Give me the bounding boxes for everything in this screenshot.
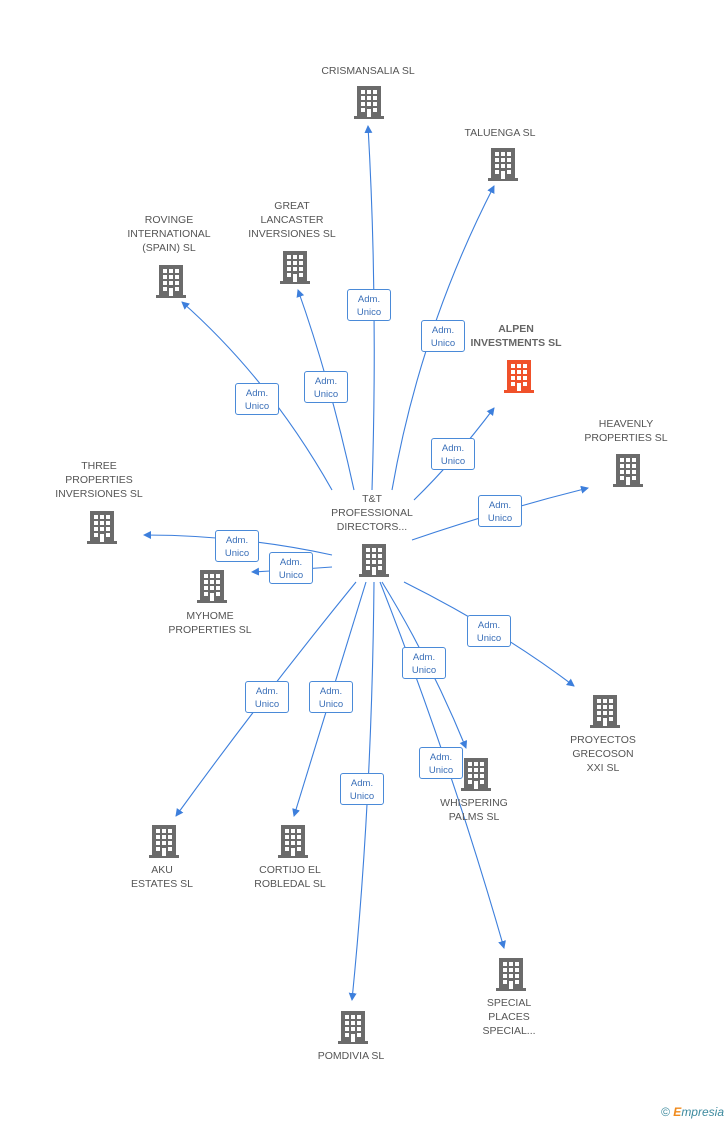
edge-label-cortijo[interactable]: Adm. Unico <box>309 681 353 713</box>
building-icon <box>504 360 534 393</box>
building-icon <box>354 86 384 119</box>
building-icon <box>590 695 620 728</box>
node-label: TALUENGA SL <box>464 127 536 139</box>
building-icon <box>149 825 179 858</box>
building-icon <box>461 758 491 791</box>
edge-label-rovinge[interactable]: Adm. Unico <box>235 383 279 415</box>
edge-label-heavenly[interactable]: Adm. Unico <box>478 495 522 527</box>
building-icon <box>278 825 308 858</box>
footer-brand: © Empresia <box>661 1105 724 1119</box>
node-label: ROVINGE INTERNATIONAL (SPAIN) SL <box>127 214 211 254</box>
building-icon <box>280 251 310 284</box>
building-icon <box>488 148 518 181</box>
edge-label-pomdivia[interactable]: Adm. Unico <box>340 773 384 805</box>
node-label: CORTIJO EL ROBLEDAL SL <box>254 864 326 890</box>
building-icon <box>197 570 227 603</box>
edge-label-three-properties[interactable]: Adm. Unico <box>215 530 259 562</box>
node-label: CRISMANSALIA SL <box>321 65 415 77</box>
node-label: HEAVENLY PROPERTIES SL <box>584 418 668 444</box>
brand-logo-text: mpresia <box>681 1105 724 1119</box>
node-label: MYHOME PROPERTIES SL <box>168 610 252 636</box>
node-label: ALPEN INVESTMENTS SL <box>470 323 562 349</box>
building-icon <box>338 1011 368 1044</box>
node-label: SPECIAL PLACES SPECIAL... <box>482 997 536 1037</box>
building-icon <box>359 544 389 577</box>
node-label: GREAT LANCASTER INVERSIONES SL <box>248 200 336 240</box>
edge-label-proyectos[interactable]: Adm. Unico <box>467 615 511 647</box>
edge-label-myhome[interactable]: Adm. Unico <box>269 552 313 584</box>
building-icon <box>87 511 117 544</box>
brand-logo-letter: E <box>673 1105 682 1119</box>
edge-label-taluenga[interactable]: Adm. Unico <box>421 320 465 352</box>
edge-label-great-lancaster[interactable]: Adm. Unico <box>304 371 348 403</box>
building-icon <box>156 265 186 298</box>
edge-label-alpen[interactable]: Adm. Unico <box>431 438 475 470</box>
node-label: THREE PROPERTIES INVERSIONES SL <box>55 460 143 500</box>
node-label: POMDIVIA SL <box>317 1050 385 1062</box>
building-icon <box>613 454 643 487</box>
node-label: AKU ESTATES SL <box>130 864 194 890</box>
center-node-label: T&T PROFESSIONAL DIRECTORS... <box>331 493 413 533</box>
node-label: PROYECTOS GRECOSON XXI SL <box>570 734 636 774</box>
copyright-icon: © <box>661 1105 670 1119</box>
node-label: WHISPERING PALMS SL <box>440 797 508 823</box>
edge-label-whispering[interactable]: Adm. Unico <box>402 647 446 679</box>
edge-label-aku[interactable]: Adm. Unico <box>245 681 289 713</box>
building-icon <box>496 958 526 991</box>
edge-label-special-places[interactable]: Adm. Unico <box>419 747 463 779</box>
edge-label-crismansalia[interactable]: Adm. Unico <box>347 289 391 321</box>
